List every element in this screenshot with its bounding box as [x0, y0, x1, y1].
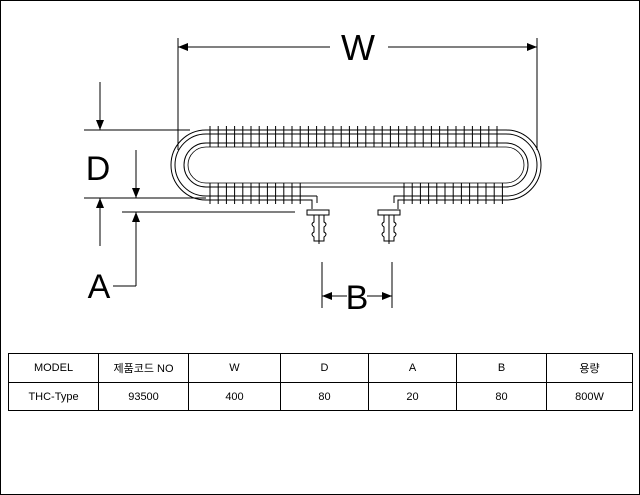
dimension-b: B	[321, 262, 393, 317]
table-cell: THC-Type	[8, 382, 99, 411]
table-header: W	[188, 353, 281, 383]
tube-loop-inner	[183, 142, 529, 188]
terminal-left	[306, 209, 330, 244]
fins	[209, 126, 503, 204]
table-cell: 80	[456, 382, 547, 411]
table-header: A	[368, 353, 457, 383]
dimension-a: A	[88, 150, 295, 306]
dimension-d: D	[84, 82, 206, 246]
tube-inner	[170, 129, 542, 209]
table-cell: 400	[188, 382, 281, 411]
table-header-row: MODEL 제품코드 NO W D A B 용량	[8, 353, 633, 383]
label-b: B	[346, 279, 369, 317]
table-cell: 20	[368, 382, 457, 411]
table-header: MODEL	[8, 353, 99, 383]
table-header: D	[280, 353, 369, 383]
table-header: 용량	[546, 353, 633, 383]
tube-outer	[174, 133, 538, 203]
label-d: D	[86, 150, 111, 188]
terminal-right	[377, 209, 401, 244]
table-cell: 800W	[546, 382, 633, 411]
spec-table: MODEL 제품코드 NO W D A B 용량 THC-Type 93500 …	[8, 353, 633, 411]
dimension-w: W	[177, 27, 538, 150]
label-a: A	[88, 268, 111, 306]
table-cell: 80	[280, 382, 369, 411]
tube-loop-inner2	[187, 146, 525, 184]
table-header: B	[456, 353, 547, 383]
label-w: W	[341, 27, 375, 68]
table-cell: 93500	[98, 382, 189, 411]
table-header: 제품코드 NO	[98, 353, 189, 383]
table-row: THC-Type 93500 400 80 20 80 800W	[8, 382, 633, 411]
heater-drawing: W D A B	[84, 27, 542, 317]
